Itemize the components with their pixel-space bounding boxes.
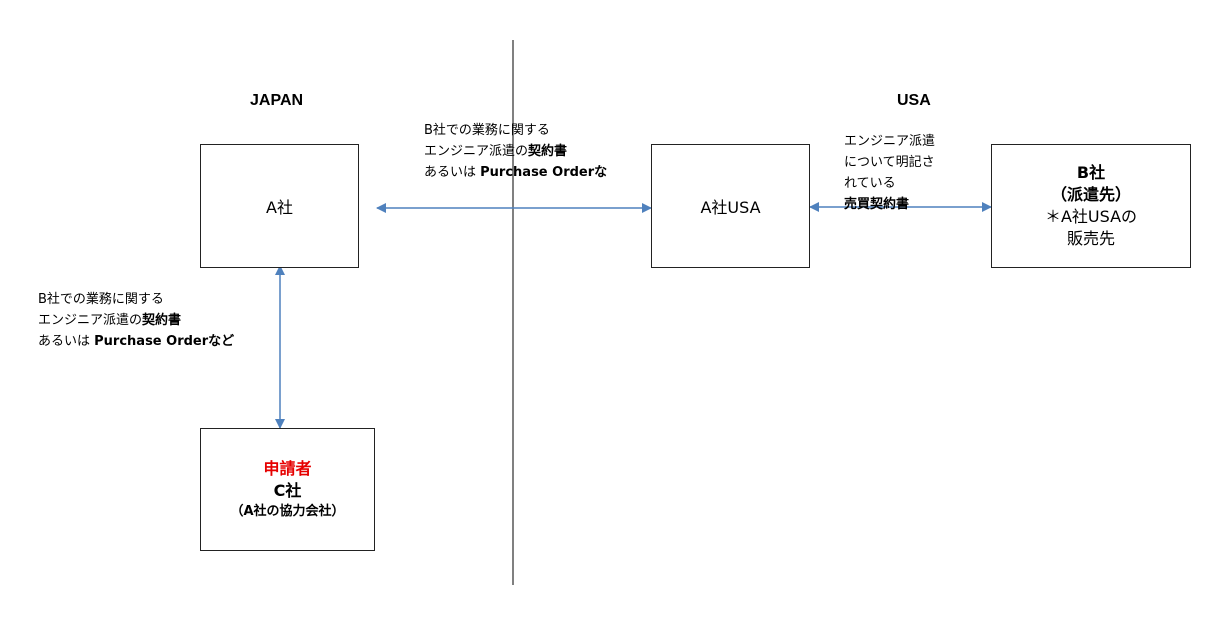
note-left-line3-bold: Purchase Orderなど — [94, 334, 235, 349]
note-top-line2: エンジニア派遣の契約書 — [424, 141, 607, 162]
box-a-company-label: A社 — [266, 198, 293, 217]
note-top-line3-bold: Purchase Orderな — [480, 165, 608, 180]
box-b-company: B社 （派遣先） ＊A社USAの 販売先 — [991, 144, 1191, 268]
note-left-line1: B社での業務に関する — [38, 292, 164, 307]
box-c-title: C社 — [273, 480, 302, 500]
note-right-line1: エンジニア派遣 — [844, 134, 936, 149]
header-usa: USA — [897, 92, 931, 109]
box-a-usa: A社USA — [651, 144, 810, 268]
note-left-contract: B社での業務に関する エンジニア派遣の契約書 あるいは Purchase Ord… — [38, 289, 234, 352]
box-b-role: （派遣先） — [1050, 185, 1131, 204]
box-a-company: A社 — [200, 144, 359, 268]
note-right-line4: 売買契約書 — [844, 194, 935, 215]
note-left-line3: あるいは Purchase Orderなど — [38, 331, 234, 352]
box-b-note-line1: ＊A社USAの — [1044, 207, 1138, 226]
note-left-line2: エンジニア派遣の契約書 — [38, 310, 234, 331]
note-left-line2-text: エンジニア派遣の — [38, 313, 143, 328]
note-top-line2-bold: 契約書 — [528, 144, 568, 159]
note-top-line1: B社での業務に関する — [424, 123, 550, 138]
box-c-company: 申請者 C社 （A社の協力会社） — [200, 428, 375, 551]
box-a-usa-label: A社USA — [700, 198, 761, 217]
note-top-line2-text: エンジニア派遣の — [424, 144, 529, 159]
box-c-sub: （A社の協力会社） — [230, 503, 345, 519]
note-right-line4-bold: 売買契約書 — [844, 197, 910, 212]
note-top-line3-text: あるいは — [424, 165, 481, 180]
header-japan: JAPAN — [250, 92, 304, 109]
box-b-note-line2: 販売先 — [1066, 229, 1115, 248]
note-top-contract: B社での業務に関する エンジニア派遣の契約書 あるいは Purchase Ord… — [424, 120, 607, 183]
note-right-line2: について明記さ — [844, 155, 935, 170]
note-left-line3-text: あるいは — [38, 334, 95, 349]
box-b-title: B社 — [1076, 163, 1106, 182]
note-left-line2-bold: 契約書 — [142, 313, 182, 328]
applicant-label: 申請者 — [263, 458, 312, 478]
note-right-line3: れている — [844, 176, 896, 191]
note-right-contract: エンジニア派遣 について明記さ れている 売買契約書 — [844, 131, 935, 215]
note-top-line3: あるいは Purchase Orderな — [424, 162, 607, 183]
